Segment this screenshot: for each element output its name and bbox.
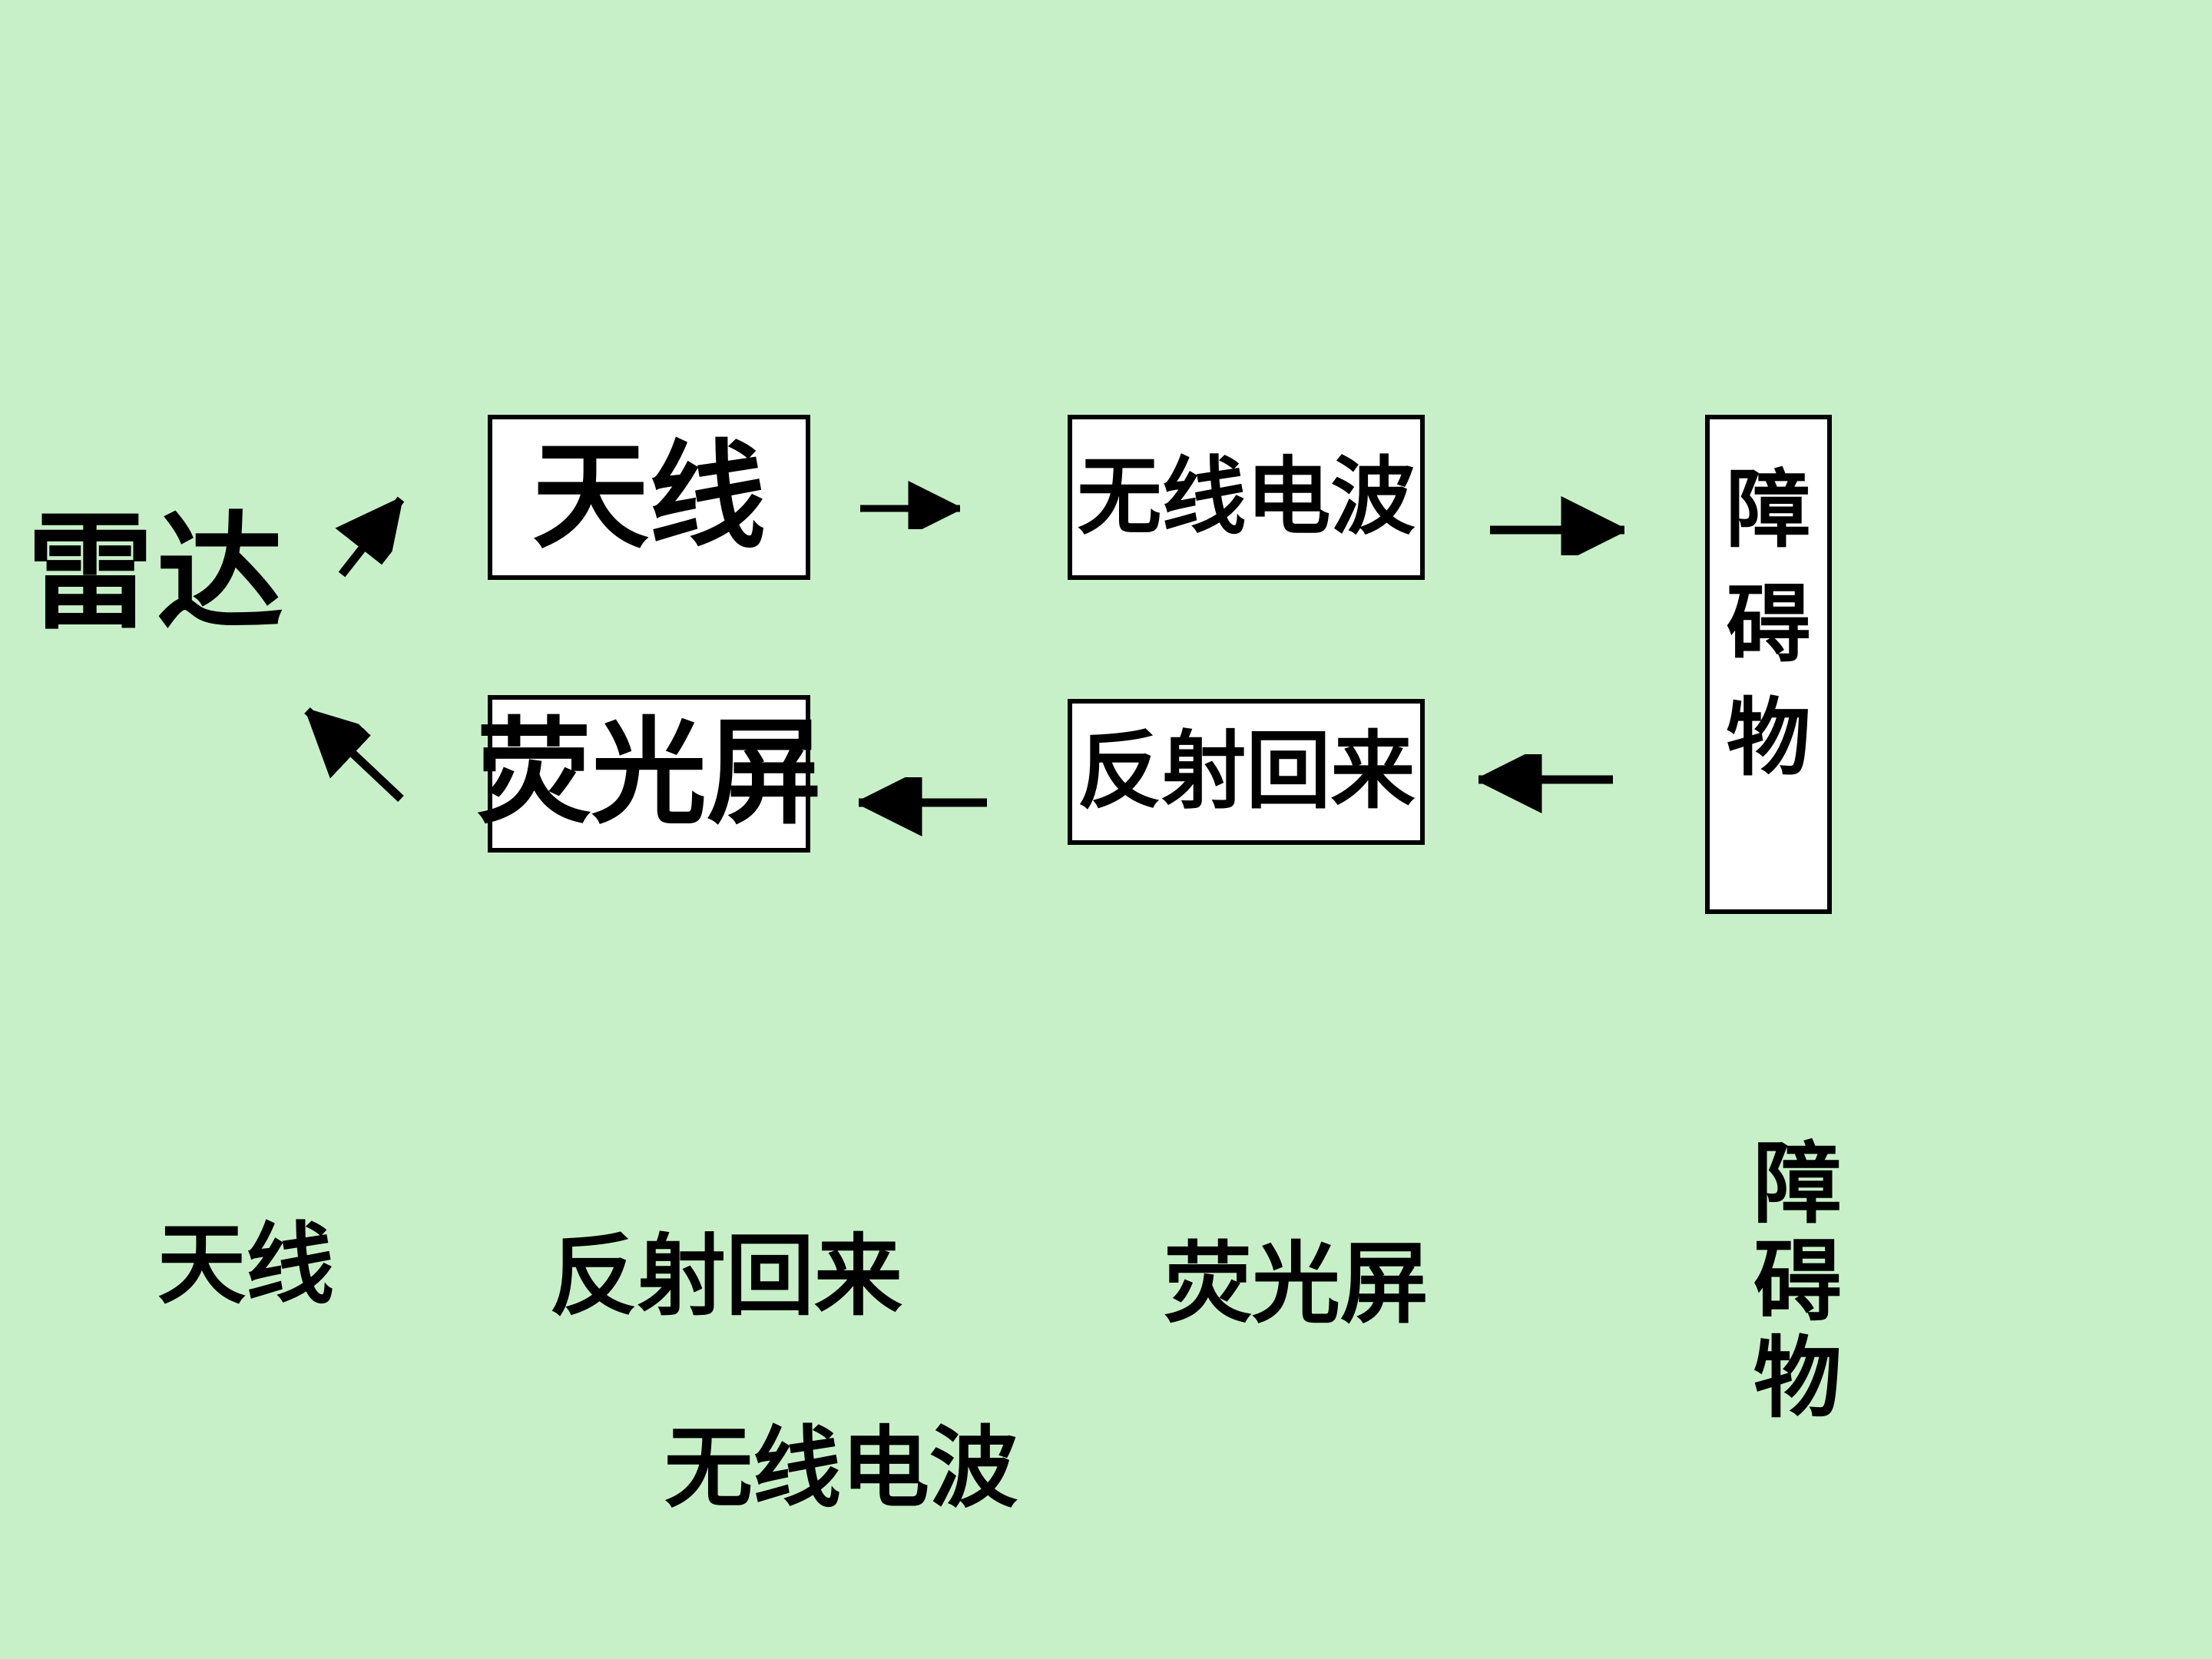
arrow-screen-to-radar-icon [307,707,404,803]
radar-label: 雷达 [27,504,286,644]
reflected-node: 反射回来 [1068,699,1425,845]
antenna-node-label: 天线 [532,432,766,562]
word-bank-screen: 荧光屏 [1164,1236,1429,1333]
word-bank-obstacle: 障碍物 [1753,1136,1842,1428]
screen-node-label: 荧光屏 [476,710,823,838]
radio-wave-node-label: 无线电波 [1077,450,1416,545]
reflected-node-label: 反射回来 [1077,725,1416,819]
word-bank-reflected: 反射回来 [549,1228,903,1326]
obstacle-node-label: 障碍物 [1726,464,1811,786]
screen-node: 荧光屏 [476,695,822,853]
word-bank-radiowave: 无线电波 [664,1420,1018,1518]
antenna-node: 天线 [488,415,810,580]
radio-wave-node: 无线电波 [1068,415,1425,580]
obstacle-node: 障碍物 [1705,415,1832,914]
word-bank-antenna: 天线 [157,1217,335,1314]
arrow-radar-to-antenna-icon [342,499,405,578]
